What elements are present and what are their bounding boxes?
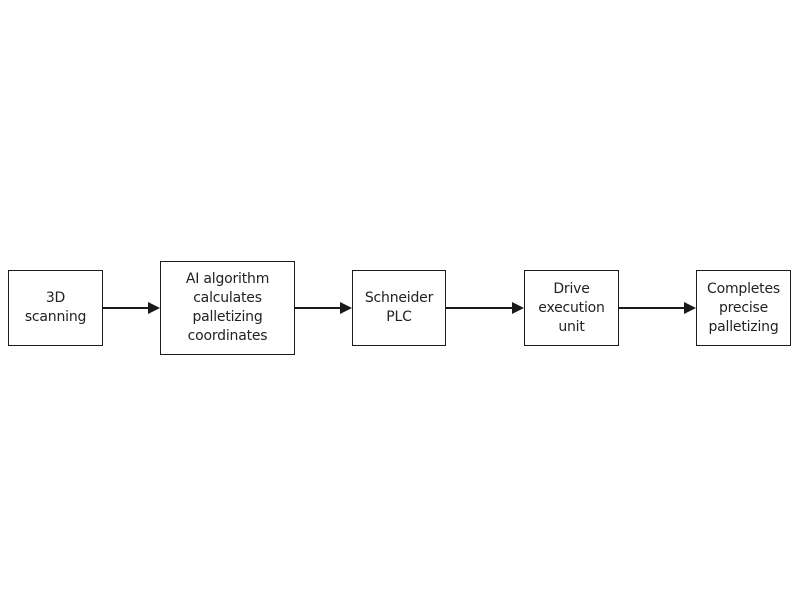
- arrow-head-2: [340, 302, 352, 314]
- node-drive-execution-unit: Drive execution unit: [524, 270, 619, 346]
- arrow-head-1: [148, 302, 160, 314]
- node-schneider-plc: Schneider PLC: [352, 270, 446, 346]
- node-label: 3D scanning: [24, 290, 87, 325]
- arrow-head-3: [512, 302, 524, 314]
- node-label: Completes precise palletizing: [707, 280, 780, 335]
- node-3d-scanning: 3D scanning: [8, 270, 103, 346]
- node-ai-algorithm: AI algorithm calculates palletizing coor…: [160, 261, 295, 355]
- arrows-group: [103, 302, 696, 314]
- node-label: Schneider PLC: [364, 290, 434, 325]
- node-label: Drive execution unit: [538, 280, 605, 335]
- node-label: AI algorithm calculates palletizing coor…: [185, 271, 270, 344]
- arrow-head-4: [684, 302, 696, 314]
- node-completes-palletizing: Completes precise palletizing: [696, 270, 791, 346]
